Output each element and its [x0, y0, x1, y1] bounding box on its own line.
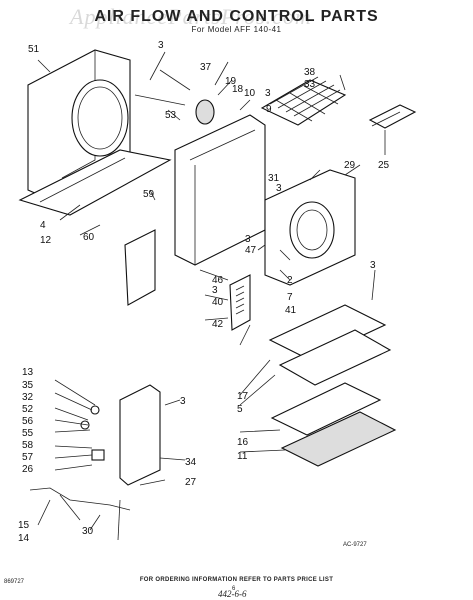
diagram-title: AIR FLOW AND CONTROL PARTS: [94, 8, 379, 25]
part-label: 3: [158, 40, 164, 51]
part-label: 59: [143, 189, 155, 200]
part-label: 13: [22, 367, 34, 378]
part-label: 30: [82, 526, 94, 537]
part-label: 12: [40, 235, 52, 246]
part-label: 3: [276, 183, 282, 194]
part-label: 47: [245, 245, 257, 256]
part-label: 46: [212, 275, 224, 286]
handwritten-note: 442-6-6: [218, 589, 247, 599]
part-label: 15: [18, 520, 30, 531]
part-label: 10: [244, 88, 256, 99]
part-label: 57: [22, 452, 34, 463]
part-label: 34: [185, 457, 197, 468]
part-label: 55: [22, 428, 34, 439]
part-label: 52: [22, 404, 34, 415]
part-label: 9: [266, 104, 272, 115]
control-switch: [368, 104, 417, 129]
part-label: 40: [212, 297, 224, 308]
part-label: 27: [185, 477, 197, 488]
part-label: 38: [304, 67, 316, 78]
part-label: 51: [28, 44, 40, 55]
part-label: 26: [22, 464, 34, 475]
part-label: 58: [22, 440, 34, 451]
part-label: 56: [22, 416, 34, 427]
part-label: 31: [268, 173, 280, 184]
page-number: 6: [232, 586, 236, 592]
leader-lines: [37, 51, 386, 531]
drain-trays: [268, 304, 397, 467]
part-label: 42: [212, 319, 224, 330]
part-label: 3: [370, 260, 376, 271]
part-label: 32: [22, 392, 34, 403]
drawing-reference: AC-9727: [343, 542, 367, 548]
blower-housing: [264, 169, 356, 286]
part-number-labels: 51 3 37 19 18 10 3 9 38 33 53 25 59 4 12…: [18, 40, 390, 544]
control-bracket: [80, 384, 161, 486]
part-label: 3: [212, 285, 218, 296]
part-label: 25: [378, 160, 390, 171]
part-label: 7: [287, 292, 293, 303]
part-label: 33: [304, 79, 316, 90]
base-rail: [18, 149, 172, 216]
part-label: 29: [344, 160, 356, 171]
diagram-subtitle: For Model AFF 140-41: [191, 25, 282, 34]
part-label: 2: [287, 275, 293, 286]
part-label: 35: [22, 380, 34, 391]
part-label: 4: [40, 220, 46, 231]
part-label: 3: [245, 234, 251, 245]
part-label: 5: [237, 404, 243, 415]
filter-grid: [260, 76, 347, 126]
control-box: [124, 229, 156, 306]
motor: [134, 69, 215, 125]
grille-panel: [229, 274, 251, 331]
part-label: 3: [265, 88, 271, 99]
part-label: 3: [180, 396, 186, 407]
part-label: 14: [18, 533, 30, 544]
part-label: 19: [225, 76, 237, 87]
part-label: 37: [200, 62, 212, 73]
part-label: 16: [237, 437, 249, 448]
wiring-harness: [29, 487, 131, 541]
watermark: AppliancePartsPros.com: [70, 4, 312, 29]
part-label: 41: [285, 305, 297, 316]
part-label: 18: [232, 84, 244, 95]
document-code: 869727: [4, 579, 25, 585]
part-label: 11: [237, 451, 248, 462]
part-label: 53: [165, 110, 177, 121]
part-label: 60: [83, 232, 95, 243]
ordering-note: FOR ORDERING INFORMATION REFER TO PARTS …: [139, 577, 334, 583]
part-label: 17: [237, 391, 249, 402]
fan-shroud: [174, 114, 266, 266]
